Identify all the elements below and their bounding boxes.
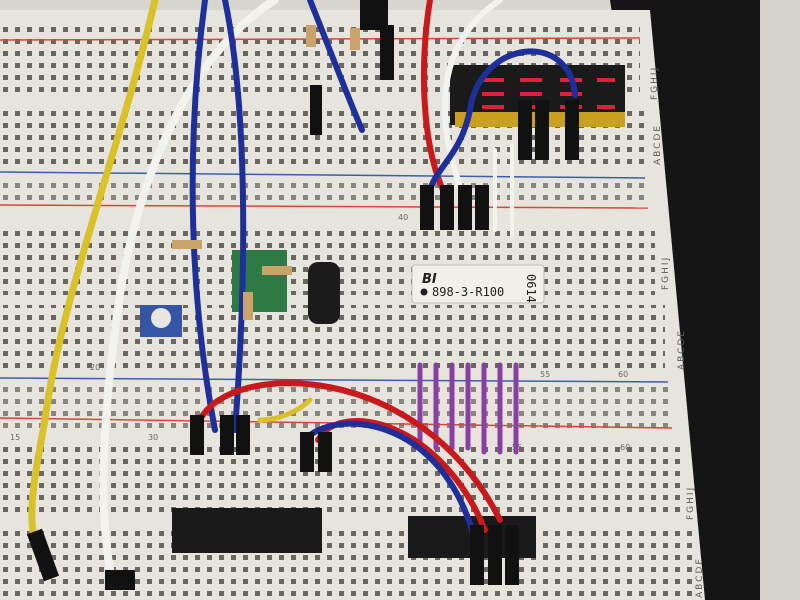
resistor-network-logo: BI <box>422 272 437 287</box>
row-label-fghij: FGHIJ <box>661 256 671 290</box>
row-label-fghij: FGHIJ <box>686 486 696 520</box>
column-number: 15 <box>10 433 20 442</box>
capacitor <box>308 262 340 324</box>
row-label-abcde: ABCDE <box>695 557 705 598</box>
resistor-network-part-number: 898-3-R100 <box>432 285 504 299</box>
row-label-abcde: ABCDE <box>677 329 687 370</box>
column-number: 30 <box>148 433 158 442</box>
resistor-network: BI 898-3-R100 0614 <box>411 264 545 304</box>
column-number: 40 <box>398 213 408 222</box>
purple-jumpers <box>417 362 519 455</box>
power-rail <box>0 180 648 205</box>
column-number: 60 <box>620 443 630 452</box>
column-number: 60 <box>618 370 628 379</box>
resistor-network-date-code: 0614 <box>524 274 538 303</box>
wire-pins <box>26 0 579 590</box>
row-label-abcde: ABCDE <box>653 124 663 165</box>
row-label-fghij: FGHIJ <box>650 66 660 100</box>
column-number: 55 <box>540 370 550 379</box>
ic-chip <box>172 508 322 553</box>
column-number: 20 <box>90 363 100 372</box>
resistors <box>172 25 360 320</box>
jumper-wires <box>28 0 578 584</box>
